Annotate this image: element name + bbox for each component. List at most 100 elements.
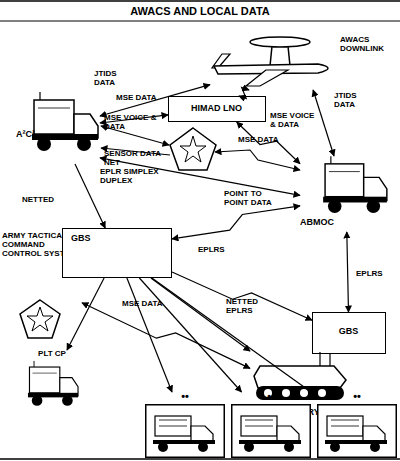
hub-star	[180, 136, 206, 162]
wheel	[330, 442, 340, 452]
process-box: HIMAD LNO	[168, 96, 266, 122]
connector-label: MSE VOICE & DATA	[270, 112, 320, 130]
shelter	[325, 164, 364, 197]
wheel	[32, 395, 43, 406]
star	[27, 307, 53, 331]
wheel	[62, 395, 73, 406]
plane-symbol	[210, 30, 340, 88]
pentagon-outline	[20, 300, 60, 338]
antenna	[329, 354, 330, 366]
connector-label: NETTED	[22, 196, 62, 205]
process-box: GBS	[312, 312, 386, 354]
wheel	[367, 200, 381, 214]
pod-line	[331, 420, 359, 421]
pod-line	[159, 426, 187, 427]
shelter	[29, 367, 59, 393]
tracked-symbol	[250, 350, 350, 404]
pod-line	[159, 420, 187, 421]
antenna	[39, 92, 40, 100]
bottom-rule	[0, 458, 400, 460]
pod-line	[331, 426, 359, 427]
node-label: ••	[317, 390, 397, 402]
antenna	[319, 352, 320, 366]
launcher-frame	[232, 405, 311, 458]
link-label: MSE DATA	[238, 136, 282, 145]
pod-line	[245, 420, 273, 421]
road-wheel	[300, 389, 308, 397]
node-label: AWACS DOWNLINK	[340, 36, 396, 54]
wheel	[77, 137, 91, 151]
shelter	[34, 100, 74, 134]
connector-label: MSE DATA	[116, 94, 166, 103]
connector	[100, 158, 300, 196]
node-label: HIMAD LNO	[169, 104, 264, 114]
connector-label: EPLRS	[198, 246, 238, 255]
connector-label: EPLRS	[356, 270, 396, 279]
connector	[127, 278, 172, 392]
connector-label: NETTED EPLRS	[226, 298, 278, 316]
truck-node: ABMOC	[300, 156, 392, 232]
truck-symbol	[18, 364, 88, 408]
connector-label: JTIDS DATA	[94, 70, 130, 88]
hub-data-line	[215, 150, 300, 170]
connector	[313, 90, 334, 156]
link-label: EPLR SIMPLEX DUPLEX	[100, 168, 166, 186]
connector	[172, 272, 312, 320]
connector	[100, 85, 210, 116]
launcher-symbol	[317, 404, 397, 458]
wheel	[328, 200, 342, 214]
node-label: ••	[231, 390, 311, 402]
truck-node: PLT CP	[12, 350, 92, 408]
launcher-symbol	[231, 404, 311, 458]
connector	[172, 206, 300, 239]
link-label: MSE VOICE & DATA	[104, 114, 166, 132]
wheel	[158, 442, 168, 452]
pentagon-symbol	[18, 298, 62, 340]
cab	[277, 426, 299, 442]
antenna	[34, 361, 35, 367]
wheel	[198, 442, 208, 452]
launcher-node: ••	[317, 392, 397, 458]
launcher-node: ••	[231, 392, 311, 458]
shelter-seam	[329, 171, 360, 172]
connector	[152, 278, 317, 396]
wheel	[284, 442, 294, 452]
cab	[191, 426, 213, 442]
connector	[82, 303, 250, 369]
connector-label: JTIDS DATA	[334, 92, 374, 110]
antenna	[330, 156, 331, 164]
node-label: A²C²	[16, 130, 40, 140]
launcher-node: ••	[145, 392, 225, 458]
diagram-title: AWACS AND LOCAL DATA	[0, 5, 400, 17]
connector-label: MSE DATA	[122, 300, 172, 309]
process-box: GBS	[62, 228, 172, 278]
launcher-pod	[327, 416, 363, 436]
wheel	[244, 442, 254, 452]
node-label: GBS	[313, 327, 384, 337]
rotodome	[250, 37, 310, 47]
strut	[288, 46, 290, 66]
truck-symbol	[30, 96, 100, 154]
shelter-seam	[38, 108, 70, 109]
cab	[363, 426, 385, 442]
connector	[67, 278, 104, 350]
connector	[347, 232, 349, 312]
pod-line	[245, 426, 273, 427]
plane-node: AWACS DOWNLINK	[210, 26, 396, 90]
node-label: ABMOC	[300, 218, 350, 228]
truck-node: A²C²	[16, 92, 100, 164]
node-label: PLT CP	[12, 350, 92, 359]
shelter-seam	[33, 373, 57, 374]
launcher-frame	[318, 405, 397, 458]
top-rule	[0, 0, 400, 2]
wing	[246, 70, 288, 86]
node-label: GBS	[71, 234, 111, 244]
connector	[239, 87, 249, 98]
launcher-pod	[155, 416, 191, 436]
road-wheel	[318, 389, 326, 397]
node-label: ••	[145, 390, 225, 402]
truck-symbol	[318, 160, 392, 216]
strut	[270, 46, 272, 66]
